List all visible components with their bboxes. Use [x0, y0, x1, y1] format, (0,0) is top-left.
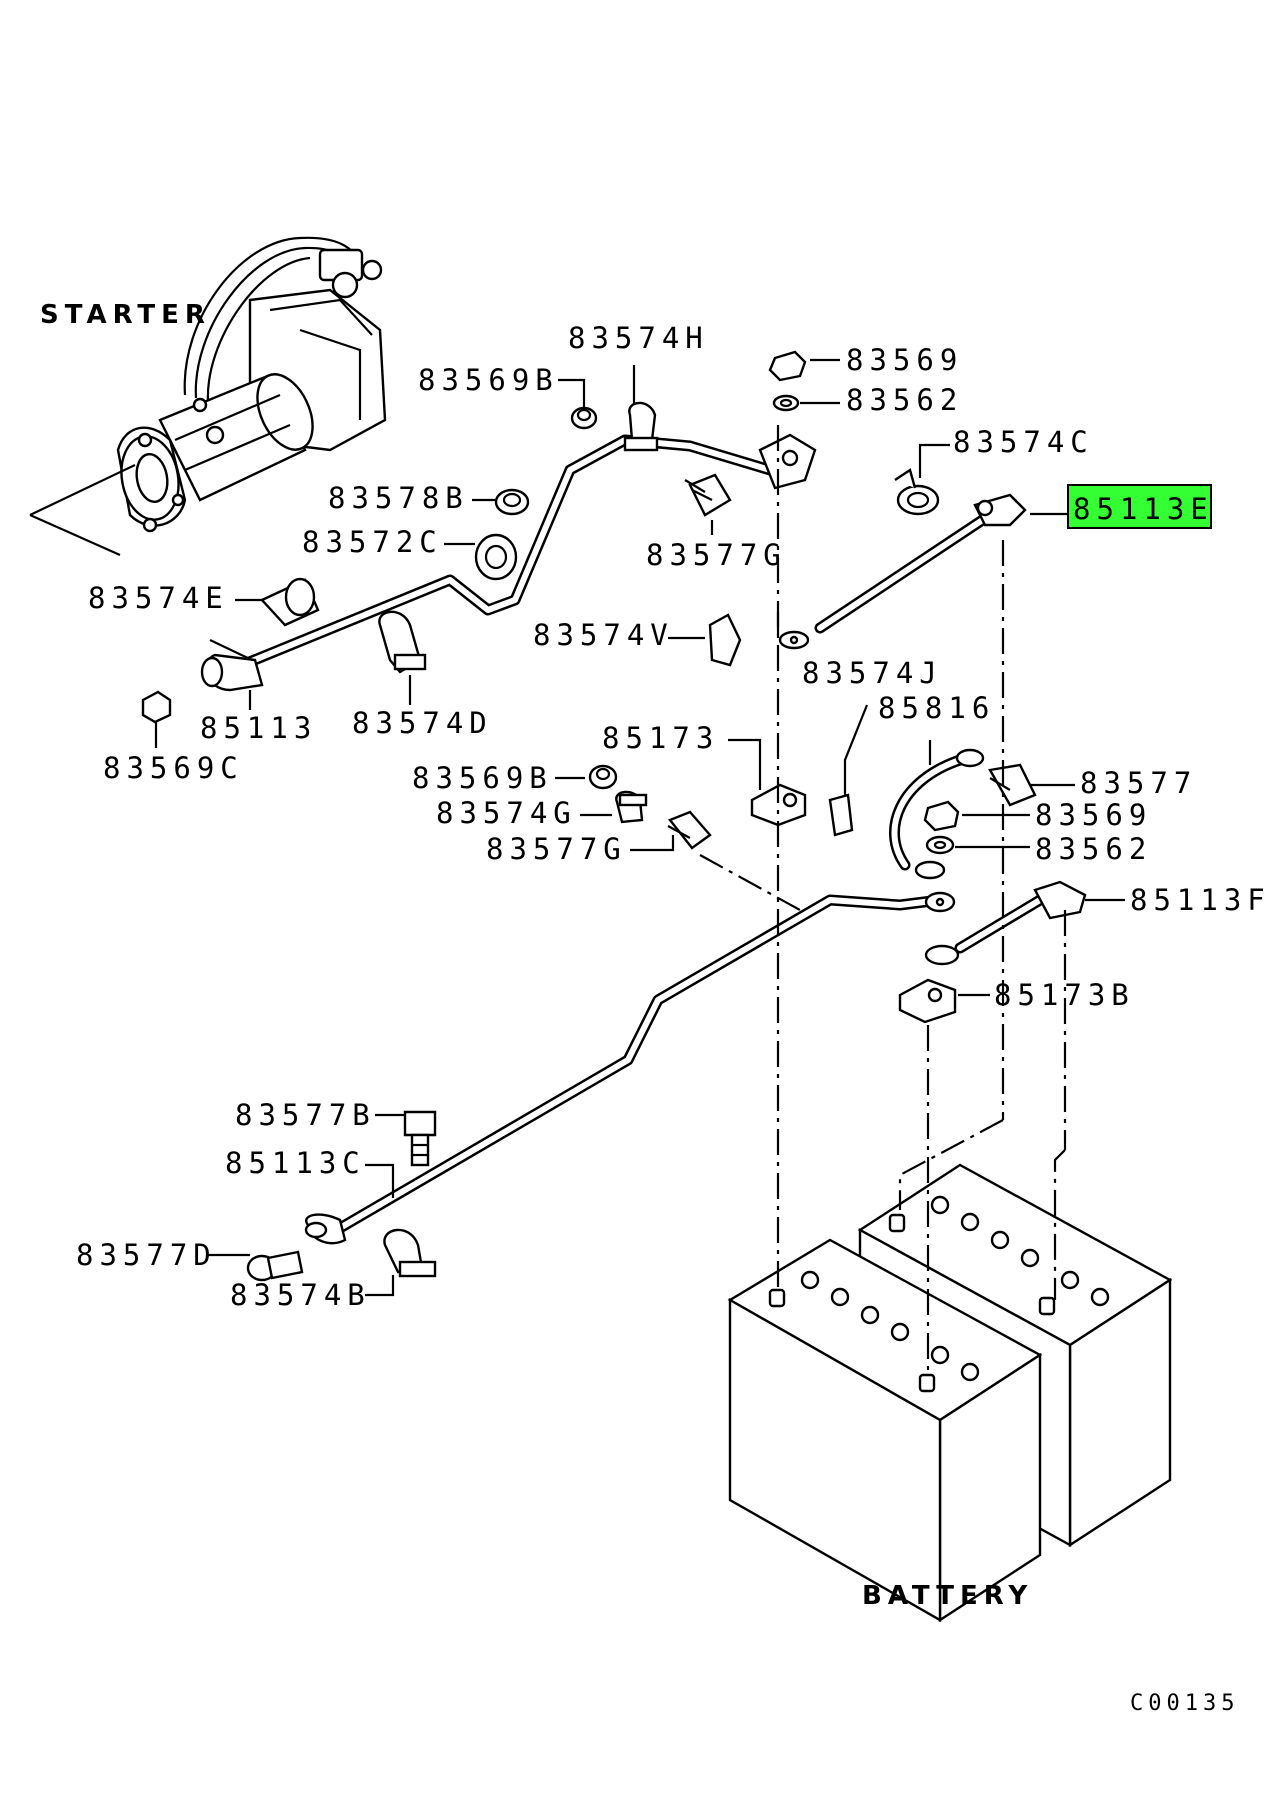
part-label-83574C[interactable]: 83574C — [953, 425, 1094, 459]
part-label-83569[interactable]: 83569 — [846, 343, 963, 377]
part-label-83577[interactable]: 83577 — [1080, 766, 1197, 800]
battery-caption: BATTERY — [862, 1581, 1033, 1611]
part-label-83569B[interactable]: 83569B — [418, 363, 559, 397]
cable-85113F — [924, 880, 1087, 966]
part-label-83569-2[interactable]: 83569 — [1035, 798, 1152, 832]
part-label-83574V[interactable]: 83574V — [533, 618, 674, 652]
part-label-85113[interactable]: 85113 — [200, 711, 317, 745]
part-label-83577G[interactable]: 83577G — [646, 538, 787, 572]
part-label-83574D[interactable]: 83574D — [352, 706, 493, 740]
part-label-85113C[interactable]: 85113C — [225, 1146, 366, 1180]
assembly-centerlines — [699, 425, 1067, 1375]
part-label-83574B[interactable]: 83574B — [230, 1278, 371, 1312]
part-label-83562-2[interactable]: 83562 — [1035, 832, 1152, 866]
part-labels: STARTER BATTERY C00135 83574H 83569B 835… — [40, 300, 1271, 1716]
part-label-83578B[interactable]: 83578B — [328, 481, 469, 515]
part-label-85173[interactable]: 85173 — [602, 721, 719, 755]
cable-85816 — [889, 748, 985, 880]
cable-85113 — [200, 433, 817, 692]
starter-motor-illustration — [116, 236, 387, 533]
part-label-85113E[interactable]: 85113E — [1073, 492, 1214, 526]
part-label-83574E[interactable]: 83574E — [88, 581, 229, 615]
small-parts — [141, 350, 1037, 1282]
diagram-code: C00135 — [1130, 1691, 1239, 1716]
part-label-83562[interactable]: 83562 — [846, 383, 963, 417]
part-label-83574G[interactable]: 83574G — [436, 796, 577, 830]
part-label-83572C[interactable]: 83572C — [302, 525, 443, 559]
part-label-83574J[interactable]: 83574J — [802, 656, 943, 690]
part-label-83569B-2[interactable]: 83569B — [412, 761, 553, 795]
battery-illustration — [727, 1163, 1173, 1623]
leader-lines — [29, 358, 1125, 1297]
part-label-83569C[interactable]: 83569C — [103, 751, 244, 785]
part-label-83577B[interactable]: 83577B — [235, 1098, 376, 1132]
part-label-85113F[interactable]: 85113F — [1130, 883, 1271, 917]
part-label-83574H[interactable]: 83574H — [568, 321, 709, 355]
starter-caption: STARTER — [40, 300, 211, 330]
part-label-83577G-2[interactable]: 83577G — [486, 832, 627, 866]
part-label-85173B[interactable]: 85173B — [994, 978, 1135, 1012]
cable-85113E — [778, 493, 1027, 650]
cable-85113C — [304, 891, 956, 1245]
part-label-83577D[interactable]: 83577D — [76, 1238, 217, 1272]
highlight-box-85113E[interactable] — [1067, 484, 1212, 529]
part-label-85816[interactable]: 85816 — [878, 691, 995, 725]
